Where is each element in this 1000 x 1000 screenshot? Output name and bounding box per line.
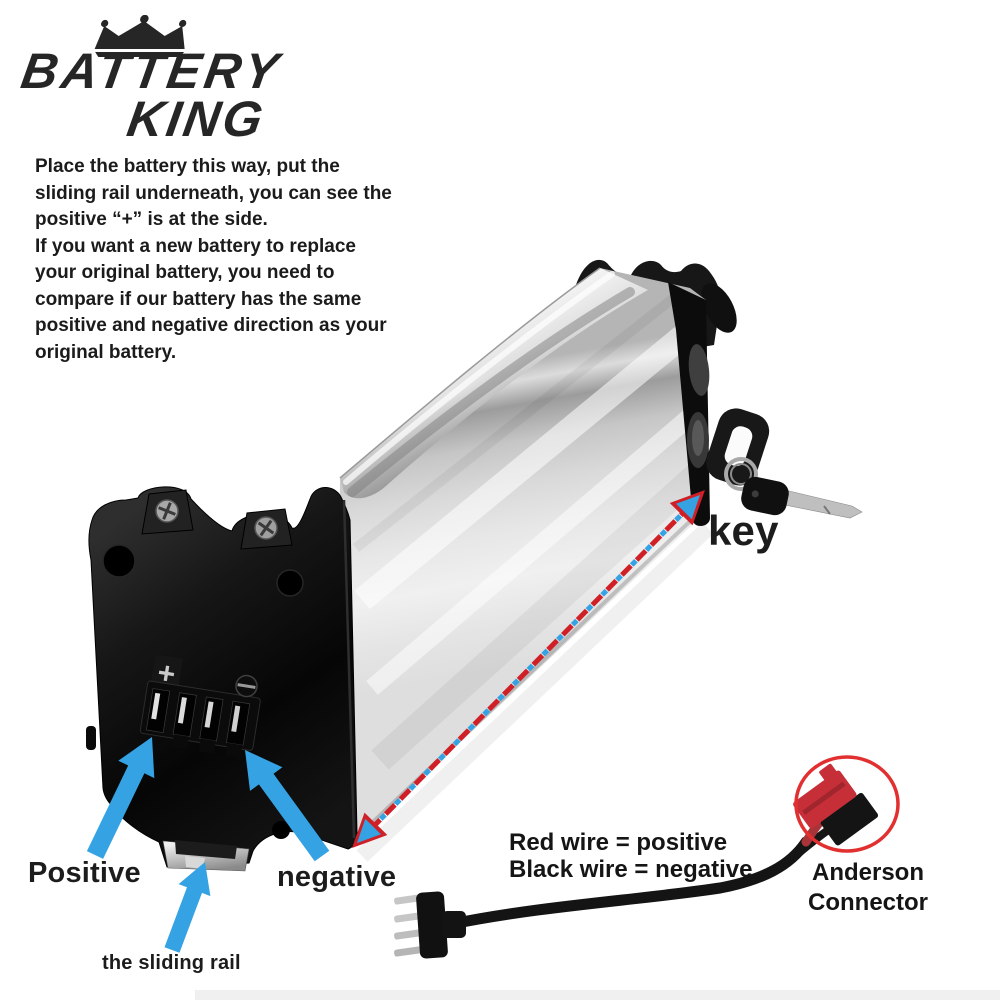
battery-length-arrow <box>352 490 705 848</box>
positive-label: Positive <box>28 857 141 889</box>
battery-lock-end <box>668 282 710 527</box>
instruction-line: positive and negative direction as your <box>35 315 387 336</box>
cap-hole <box>272 821 290 839</box>
highlight-circle <box>794 755 900 853</box>
instruction-line: If you want a new battery to replace <box>35 235 356 257</box>
key-fob <box>706 408 770 486</box>
anderson-connector-label-line1: Anderson <box>811 859 924 886</box>
instruction-text: Place the battery this way, put the slid… <box>35 154 465 366</box>
connector-plug <box>394 891 466 959</box>
table-edge-strip <box>195 990 1000 1000</box>
lock-cylinder <box>692 420 704 456</box>
red-wire-label: Red wire = positive <box>509 829 728 856</box>
anderson-connector-label-line2: Connector <box>808 889 928 916</box>
mounting-bracket <box>141 489 194 535</box>
instruction-line: positive “+” is at the side. <box>35 209 268 230</box>
keys <box>706 408 863 519</box>
anderson-connector-label: Anderson Connector <box>786 858 950 918</box>
key-label: key <box>708 507 779 554</box>
key-head <box>741 476 789 516</box>
instruction-line: your original battery, you need to <box>35 262 335 283</box>
mounting-bracket <box>240 508 293 550</box>
key-ring <box>724 457 758 491</box>
sliding-rail-label: the sliding rail <box>102 952 241 974</box>
negative-label: negative <box>277 861 397 893</box>
instruction-line: original battery. <box>35 341 177 363</box>
instruction-line: Place the battery this way, put the <box>35 156 340 177</box>
positive-arrow <box>86 737 155 859</box>
key-blade <box>784 489 863 519</box>
connector-slots <box>145 688 251 758</box>
instruction-line: compare if our battery has the same <box>35 288 362 310</box>
anderson-connector <box>793 763 879 846</box>
battery-front-cap: + − <box>86 486 358 872</box>
crown-icon <box>94 15 187 57</box>
negative-arrow <box>245 750 330 862</box>
brand-name-line2: KING <box>123 91 270 147</box>
sliding-rail <box>162 840 250 872</box>
power-cable <box>394 755 900 959</box>
terminal-block: + − <box>139 654 261 758</box>
cap-hole <box>102 544 136 578</box>
battery-body <box>338 267 714 862</box>
black-wire-label: Black wire = negative <box>509 856 753 883</box>
instruction-line: sliding rail underneath, you can see the <box>35 182 392 204</box>
sliding-rail-arrow <box>164 862 211 953</box>
cap-hole <box>276 569 304 597</box>
